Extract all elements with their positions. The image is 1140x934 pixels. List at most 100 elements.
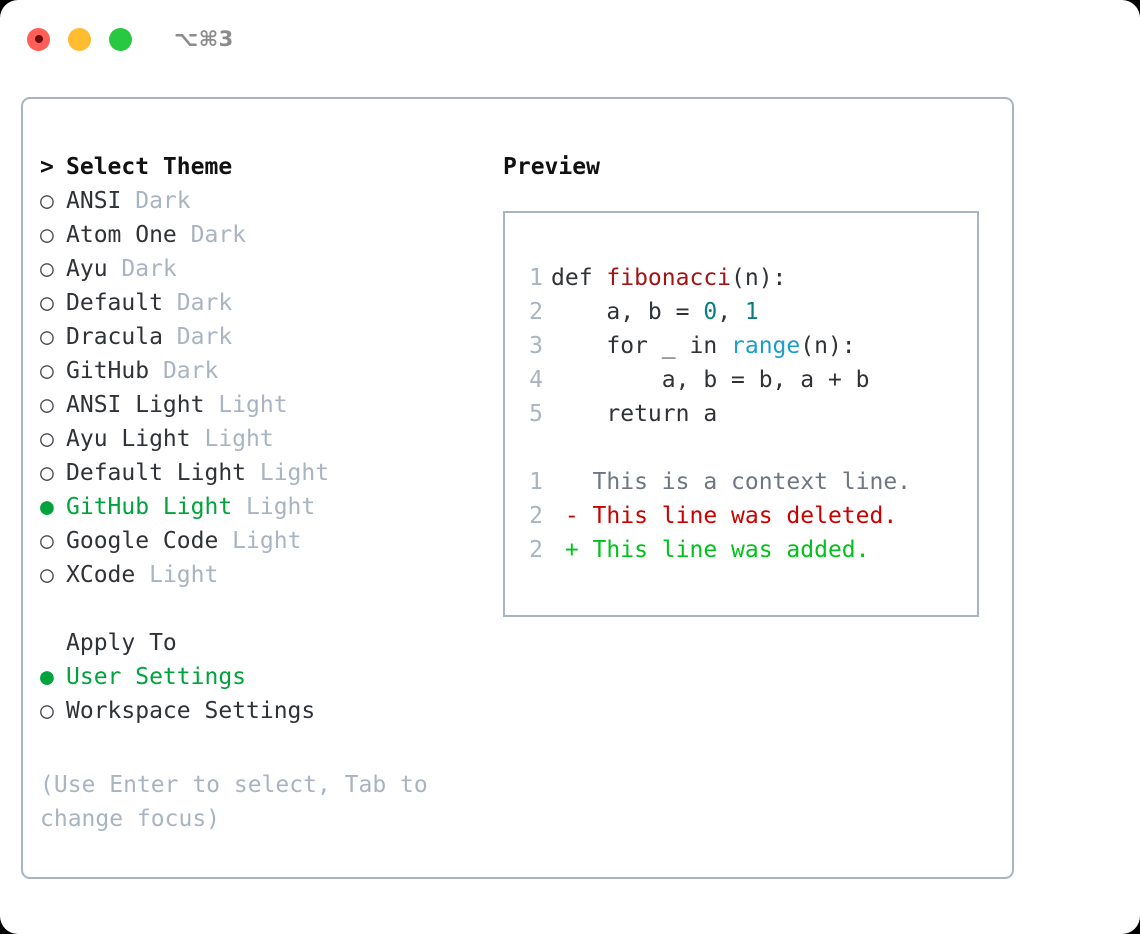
code-token: a, b = — [551, 299, 704, 325]
radio-unselected-icon: ○ — [40, 392, 54, 418]
radio-unselected-icon: ○ — [40, 188, 54, 214]
theme-variant-tag: Light — [232, 494, 316, 520]
theme-name: Ayu — [66, 256, 108, 282]
apply-to-item[interactable]: ● User Settings — [40, 660, 503, 694]
code-token: for _ in — [551, 333, 732, 359]
radio-unselected-icon: ○ — [40, 256, 54, 282]
theme-list: ○ ANSI Dark ○ Atom One Dark ○ Ayu Dark ○ Defaul… — [40, 184, 503, 592]
theme-variant-tag: Dark — [121, 188, 191, 214]
theme-list-item[interactable]: ○ Dracula Dark — [40, 320, 503, 354]
line-number: 4 — [529, 367, 543, 393]
theme-list-item[interactable]: ○ ANSI Light Light — [40, 388, 503, 422]
diff-line: 1 This is a context line. — [519, 465, 977, 499]
theme-name: Ayu Light — [66, 426, 191, 452]
diff-line: 2 - This line was deleted. — [519, 499, 977, 533]
diff-line-text: + This line was added. — [551, 537, 870, 563]
radio-unselected-icon: ○ — [40, 562, 54, 588]
theme-list-item[interactable]: ○ Default Light Light — [40, 456, 503, 490]
diff-line-number: 1 — [529, 469, 543, 495]
theme-selector-column: >Select Theme ○ANSI Dark○Atom One Dark○A… — [23, 99, 503, 877]
radio-unselected-icon: ○ — [40, 324, 54, 350]
apply-to-group: Apply To ● User Settings ○ Workspace Settin… — [40, 626, 503, 728]
select-theme-header-label: Select Theme — [66, 154, 233, 180]
radio-unselected-icon: ○ — [40, 698, 54, 724]
traffic-light-group — [27, 27, 132, 51]
theme-variant-tag: Light — [204, 392, 288, 418]
diff-line-number: 2 — [529, 537, 543, 563]
line-number: 3 — [529, 333, 543, 359]
theme-name: GitHub — [66, 358, 150, 384]
apply-to-header: Apply To — [40, 626, 503, 660]
theme-name: GitHub Light — [66, 494, 233, 520]
radio-unselected-icon: ○ — [40, 426, 54, 452]
theme-list-item[interactable]: ○ Atom One Dark — [40, 218, 503, 252]
diff-line: 2 + This line was added. — [519, 533, 977, 567]
theme-variant-tag: Dark — [162, 324, 233, 350]
code-token: a, b = b, a + b — [551, 367, 870, 393]
theme-list-item[interactable]: ○ Ayu Light Light — [40, 422, 503, 456]
theme-variant-tag: Light — [246, 460, 330, 486]
code-token: range — [731, 333, 801, 359]
preview-title: Preview — [503, 154, 600, 180]
code-line: 5 return a — [519, 397, 977, 431]
apply-to-label: Workspace Settings — [66, 698, 316, 724]
title-bar: ⌥⌘3 — [0, 0, 1140, 78]
theme-name: ANSI — [66, 188, 122, 214]
theme-name: Default Light — [66, 460, 247, 486]
code-token: 1 — [744, 299, 759, 325]
theme-list-item[interactable]: ○ ANSI Dark — [40, 184, 503, 218]
apply-to-label: User Settings — [66, 664, 247, 690]
code-token: (n): — [731, 265, 787, 291]
theme-list-item[interactable]: ○ Ayu Dark — [40, 252, 503, 286]
theme-name: Default — [66, 290, 163, 316]
panel-body: >Select Theme ○ANSI Dark○Atom One Dark○A… — [23, 99, 1012, 877]
main-panel: >Select Theme ○ANSI Dark○Atom One Dark○A… — [21, 97, 1014, 879]
select-theme-header: > Select Theme — [40, 150, 503, 184]
apply-to-header-label: Apply To — [66, 630, 177, 656]
code-line: 2 a, b = 0, 1 — [519, 295, 977, 329]
theme-name: Atom One — [66, 222, 177, 248]
theme-list-item[interactable]: ○ Google Code Light — [40, 524, 503, 558]
code-token: , — [717, 299, 745, 325]
radio-unselected-icon: ○ — [40, 460, 54, 486]
diff-sample: 1 This is a context line.2 - This line w… — [519, 465, 977, 567]
theme-list-item[interactable]: ○ Default Dark — [40, 286, 503, 320]
radio-unselected-icon: ○ — [40, 528, 54, 554]
diff-line-text: - This line was deleted. — [551, 503, 898, 529]
theme-name: Google Code — [66, 528, 219, 554]
radio-unselected-icon: ○ — [40, 222, 54, 248]
minimize-button-icon[interactable] — [68, 27, 91, 51]
close-button-icon[interactable] — [27, 27, 50, 51]
code-line: 3 for _ in range(n): — [519, 329, 977, 363]
apply-to-item[interactable]: ○ Workspace Settings — [40, 694, 503, 728]
radio-selected-icon: ● — [40, 664, 54, 690]
theme-list-item[interactable]: ○ XCode Light — [40, 558, 503, 592]
theme-variant-tag: Light — [190, 426, 274, 452]
radio-selected-icon: ● — [40, 494, 54, 520]
radio-unselected-icon: ○ — [40, 290, 54, 316]
theme-variant-tag: Dark — [162, 290, 233, 316]
theme-variant-tag: Dark — [149, 358, 219, 384]
theme-variant-tag: Dark — [176, 222, 247, 248]
code-token: return a — [551, 401, 718, 427]
theme-variant-tag: Light — [218, 528, 302, 554]
help-hint-text: (Use Enter to select, Tab to change focu… — [40, 772, 442, 832]
prompt-caret-icon: > — [40, 154, 54, 180]
diff-line-text: This is a context line. — [551, 469, 912, 495]
theme-name: ANSI Light — [66, 392, 205, 418]
radio-unselected-icon: ○ — [40, 358, 54, 384]
theme-list-item[interactable]: ● GitHub Light Light — [40, 490, 503, 524]
theme-variant-tag: Light — [135, 562, 219, 588]
apply-to-list: ● User Settings ○ Workspace Settings — [40, 660, 503, 728]
preview-spacer — [519, 431, 977, 465]
theme-variant-tag: Dark — [107, 256, 177, 282]
diff-line-number: 2 — [529, 503, 543, 529]
theme-list-item[interactable]: ○ GitHub Dark — [40, 354, 503, 388]
theme-name: XCode — [66, 562, 136, 588]
theme-name: Dracula — [66, 324, 163, 350]
zoom-button-icon[interactable] — [109, 27, 132, 51]
